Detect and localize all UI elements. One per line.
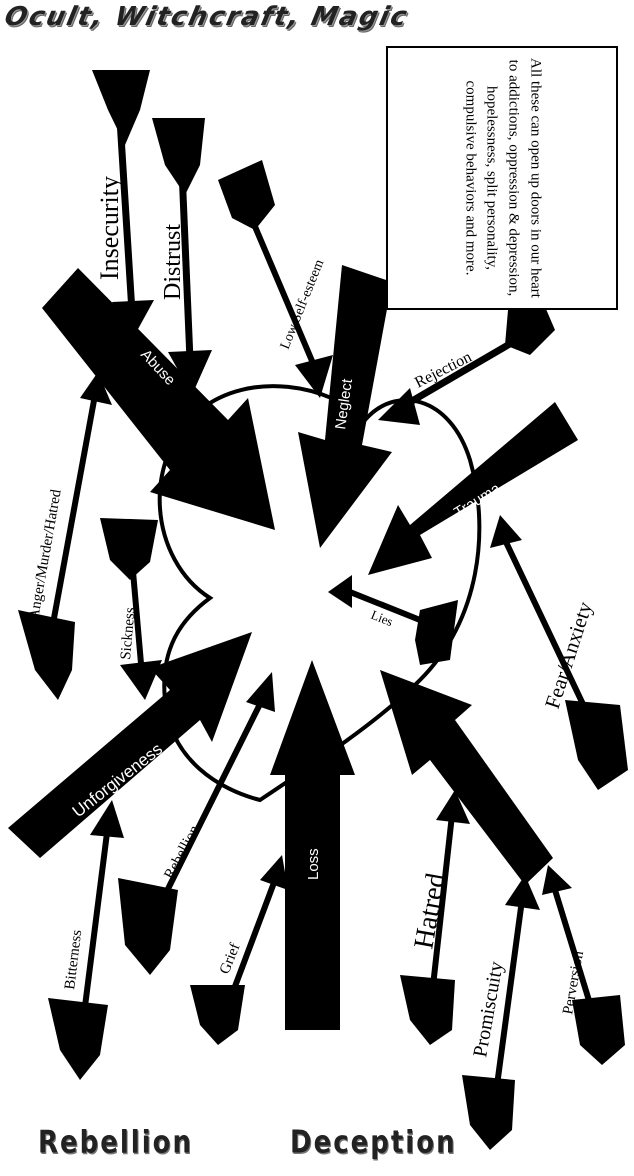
label-insecurity: Insecurity xyxy=(95,176,124,280)
anger-arrow xyxy=(18,372,112,700)
promiscuity-arrow xyxy=(462,875,540,1150)
bitterness-arrow xyxy=(48,800,124,1080)
footer-right-title: Deception xyxy=(290,1125,457,1161)
trauma-arrow xyxy=(368,402,578,575)
label-fear: Fear/Anxiety xyxy=(540,598,597,711)
label-rebellion-arrow: Rebellion xyxy=(161,822,203,881)
label-distrust: Distrust xyxy=(160,224,186,300)
label-hatred: Hatred xyxy=(408,871,452,951)
label-sickness: Sickness xyxy=(118,606,139,660)
note-text: All these can open up doors in our heart… xyxy=(459,53,546,303)
note-box: All these can open up doors in our heart… xyxy=(386,46,618,310)
label-bitterness: Bitterness xyxy=(62,929,85,991)
label-loss: Loss xyxy=(305,848,322,880)
hatred-arrow xyxy=(380,670,553,885)
loss-arrow xyxy=(270,660,355,1030)
footer-left-title: Rebellion xyxy=(38,1125,193,1161)
